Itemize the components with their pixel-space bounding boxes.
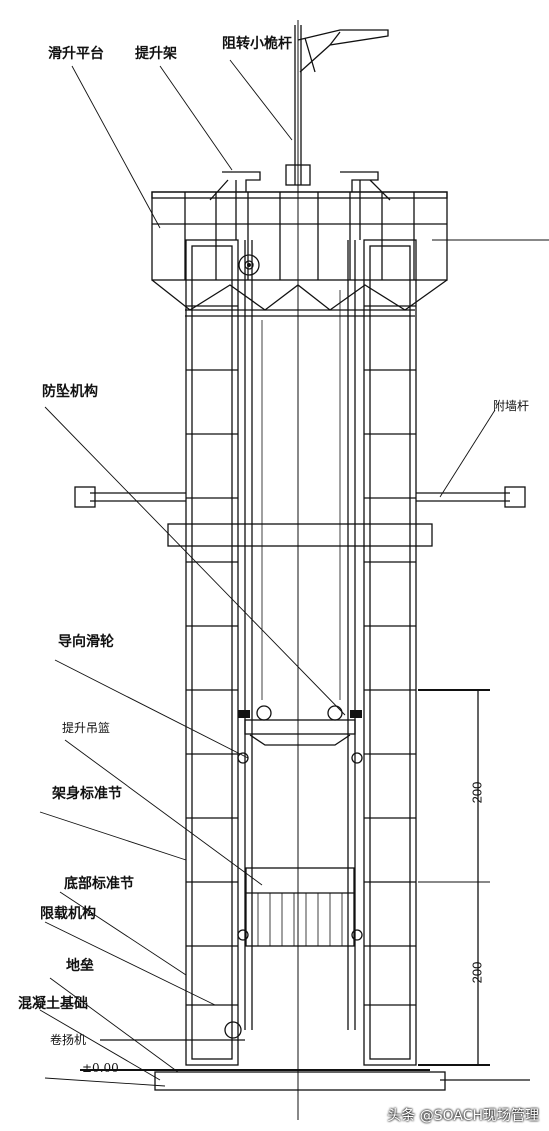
label-winch: 卷扬机 (50, 1033, 87, 1047)
label-wall-tie: 附墙杆 (493, 399, 530, 413)
label-anti-rotation-rod: 阻转小桅杆 (222, 36, 292, 52)
lift-frame-right (340, 171, 379, 192)
label-cage: 提升吊篮 (62, 721, 111, 735)
concrete-foundation (154, 1071, 446, 1091)
wall-tie-beam (167, 523, 433, 547)
mast-left-column (185, 239, 239, 1066)
label-concrete-base: 混凝土基础 (18, 996, 88, 1012)
wall-anchor-left (74, 486, 96, 508)
label-lift-frame: 提升架 (135, 46, 177, 62)
label-guide-pulley: 导向滑轮 (58, 634, 114, 650)
platform-truss (151, 279, 448, 311)
mast-jib (297, 29, 389, 73)
label-mast-section: 架身标准节 (52, 786, 122, 802)
platform-posts (184, 192, 415, 280)
top-pulley (238, 254, 260, 276)
lift-frame-left (222, 171, 261, 192)
label-platform: 滑升平台 (48, 46, 104, 62)
label-elevation: ±0.00 (82, 1061, 119, 1075)
dimension-lower: 200 (469, 961, 485, 984)
cage-top-beam (244, 719, 356, 735)
guide-pulley-right (327, 705, 343, 721)
label-base-section: 底部标准节 (64, 876, 134, 892)
guide-pulley-left (256, 705, 272, 721)
winch-drum (224, 1021, 242, 1039)
mast-right-column (363, 239, 417, 1066)
slide-platform (151, 191, 448, 281)
label-ground-beam: 地垒 (66, 958, 94, 974)
watermark: 头条 @SOACH现场管理 (387, 1108, 539, 1124)
leader-lines (39, 59, 549, 1087)
wall-anchor-right (504, 486, 526, 508)
lift-cage (245, 867, 355, 947)
label-load-limiter: 限载机构 (40, 906, 96, 922)
label-fall-arrest: 防坠机构 (42, 384, 98, 400)
dimension-upper: 200 (469, 781, 485, 804)
